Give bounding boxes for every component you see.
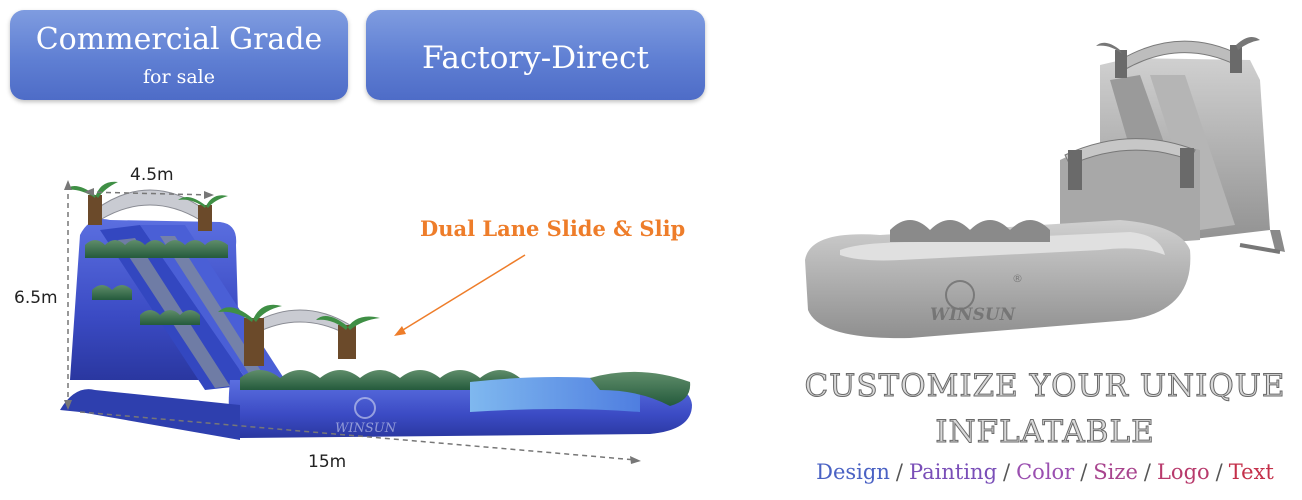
dual-lane-callout: Dual Lane Slide & Slip xyxy=(420,216,686,241)
factory-direct-badge: Factory-Direct xyxy=(366,10,705,100)
commercial-grade-subtitle: for sale xyxy=(143,66,215,88)
option-design: Design xyxy=(816,460,890,484)
customize-headline-line2: INFLATABLE xyxy=(935,414,1155,451)
option-separator: / xyxy=(1080,460,1088,484)
option-separator: / xyxy=(1143,460,1151,484)
option-size: Size xyxy=(1093,460,1138,484)
commercial-grade-badge: Commercial Grade for sale xyxy=(10,10,348,100)
winsun-watermark-left: WINSUN xyxy=(335,397,397,436)
grayscale-water-slide-illustration: WINSUN ® xyxy=(805,36,1285,339)
svg-text:WINSUN: WINSUN xyxy=(335,421,397,436)
option-separator: / xyxy=(895,460,903,484)
length-dimension-label: 15m xyxy=(308,452,347,472)
customize-headline-line1: CUSTOMIZE YOUR UNIQUE xyxy=(804,368,1286,405)
winsun-watermark-right: WINSUN ® xyxy=(930,272,1023,325)
svg-text:WINSUN: WINSUN xyxy=(930,305,1017,325)
commercial-grade-title: Commercial Grade xyxy=(35,22,323,57)
option-text: Text xyxy=(1228,460,1274,484)
option-painting: Painting xyxy=(908,460,998,484)
blue-water-slide-illustration: WINSUN xyxy=(60,180,692,464)
option-separator: / xyxy=(1003,460,1011,484)
option-separator: / xyxy=(1215,460,1223,484)
width-dimension-label: 4.5m xyxy=(130,165,174,185)
svg-text:®: ® xyxy=(1012,272,1023,285)
option-color: Color xyxy=(1016,460,1075,484)
factory-direct-title: Factory-Direct xyxy=(422,40,649,76)
height-dimension-label: 6.5m xyxy=(14,288,58,308)
option-logo: Logo xyxy=(1156,460,1210,484)
customization-options: Design/Painting/Color/Size/Logo/Text xyxy=(800,460,1290,484)
